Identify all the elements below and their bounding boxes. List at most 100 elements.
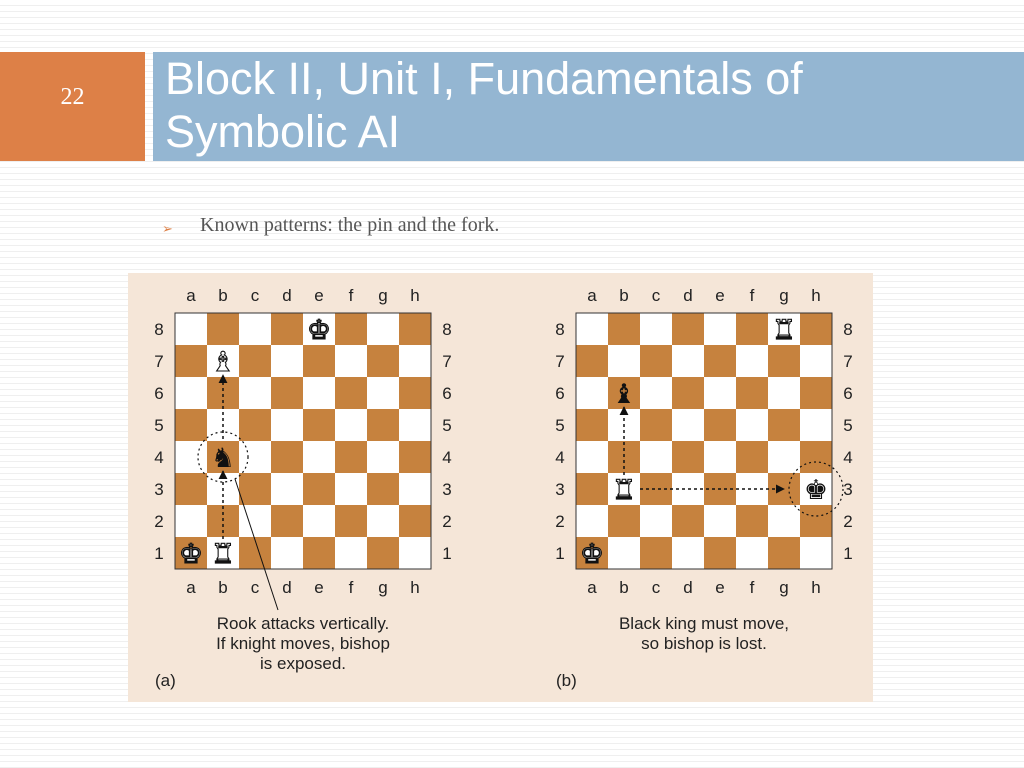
file-label: h bbox=[410, 286, 419, 305]
rank-label: 6 bbox=[555, 384, 564, 403]
file-label: e bbox=[715, 286, 724, 305]
board-square bbox=[399, 345, 431, 377]
board-square bbox=[672, 505, 704, 537]
board-square bbox=[399, 537, 431, 569]
board-square bbox=[303, 441, 335, 473]
board-square bbox=[800, 537, 832, 569]
board-square bbox=[303, 345, 335, 377]
file-label: a bbox=[587, 286, 597, 305]
board-square bbox=[303, 505, 335, 537]
board-square bbox=[704, 537, 736, 569]
file-label: a bbox=[186, 578, 196, 597]
board-square bbox=[768, 505, 800, 537]
file-label: e bbox=[314, 286, 323, 305]
board-square bbox=[367, 441, 399, 473]
board-square bbox=[576, 473, 608, 505]
board-square bbox=[335, 377, 367, 409]
board-square bbox=[640, 473, 672, 505]
file-label: g bbox=[378, 286, 387, 305]
board-square bbox=[239, 505, 271, 537]
rank-label: 1 bbox=[154, 544, 163, 563]
board-square bbox=[704, 313, 736, 345]
board-square bbox=[367, 505, 399, 537]
file-label: h bbox=[811, 578, 820, 597]
board-square bbox=[736, 537, 768, 569]
bullet-arrow-icon: ➢ bbox=[162, 221, 173, 236]
board-square bbox=[672, 377, 704, 409]
board-square bbox=[736, 441, 768, 473]
board-square bbox=[576, 377, 608, 409]
board-square bbox=[175, 409, 207, 441]
board-square bbox=[768, 313, 800, 345]
file-label: f bbox=[349, 286, 354, 305]
rank-label: 3 bbox=[843, 480, 852, 499]
slide-number-box bbox=[0, 52, 145, 161]
chess-piece: ♚ bbox=[179, 539, 203, 570]
board-square bbox=[640, 537, 672, 569]
board-square bbox=[207, 377, 239, 409]
board-square bbox=[672, 345, 704, 377]
rank-label: 4 bbox=[442, 448, 451, 467]
board-square bbox=[608, 377, 640, 409]
board-square bbox=[335, 505, 367, 537]
file-label: g bbox=[779, 286, 788, 305]
board-square bbox=[207, 441, 239, 473]
file-label: a bbox=[186, 286, 196, 305]
board-square bbox=[800, 377, 832, 409]
file-label: g bbox=[779, 578, 788, 597]
board-square bbox=[768, 409, 800, 441]
caption-line: If knight moves, bishop bbox=[216, 634, 390, 653]
rank-label: 2 bbox=[154, 512, 163, 531]
board-square bbox=[704, 377, 736, 409]
rank-label: 8 bbox=[843, 320, 852, 339]
board-square bbox=[399, 377, 431, 409]
caption-line: Black king must move, bbox=[619, 614, 789, 633]
board-square bbox=[175, 473, 207, 505]
rank-label: 2 bbox=[843, 512, 852, 531]
board-square bbox=[303, 409, 335, 441]
board-square bbox=[175, 313, 207, 345]
board-square bbox=[576, 505, 608, 537]
board-square bbox=[271, 473, 303, 505]
board-square bbox=[303, 313, 335, 345]
board-square bbox=[704, 409, 736, 441]
rank-label: 5 bbox=[843, 416, 852, 435]
board-square bbox=[576, 409, 608, 441]
file-label: b bbox=[218, 286, 227, 305]
board-square bbox=[271, 313, 303, 345]
board-square bbox=[768, 537, 800, 569]
title-line-2: Symbolic AI bbox=[165, 106, 401, 157]
slide-title: Block II, Unit I, Fundamentals of Symbol… bbox=[165, 52, 1015, 158]
rank-label: 6 bbox=[154, 384, 163, 403]
chess-piece: ♜ bbox=[612, 475, 636, 506]
board-square bbox=[640, 441, 672, 473]
board-square bbox=[640, 505, 672, 537]
board-square bbox=[800, 313, 832, 345]
file-label: c bbox=[251, 286, 260, 305]
board-square bbox=[640, 409, 672, 441]
chess-piece: ♚ bbox=[804, 475, 828, 506]
file-label: d bbox=[282, 578, 291, 597]
board-square bbox=[672, 409, 704, 441]
board-square bbox=[672, 537, 704, 569]
board-square bbox=[768, 377, 800, 409]
board-square bbox=[736, 313, 768, 345]
rank-label: 5 bbox=[154, 416, 163, 435]
board-square bbox=[175, 345, 207, 377]
board-square bbox=[335, 441, 367, 473]
chess-piece: ♚ bbox=[307, 315, 331, 346]
chess-piece: ♚ bbox=[580, 539, 604, 570]
board-square bbox=[399, 409, 431, 441]
board-square bbox=[736, 409, 768, 441]
chess-piece: ♜ bbox=[772, 315, 796, 346]
file-label: f bbox=[349, 578, 354, 597]
board-square bbox=[576, 441, 608, 473]
file-label: b bbox=[218, 578, 227, 597]
board-square bbox=[239, 537, 271, 569]
rank-label: 3 bbox=[555, 480, 564, 499]
chess-piece: ♜ bbox=[211, 539, 235, 570]
board-square bbox=[576, 313, 608, 345]
rank-label: 7 bbox=[843, 352, 852, 371]
file-label: e bbox=[314, 578, 323, 597]
